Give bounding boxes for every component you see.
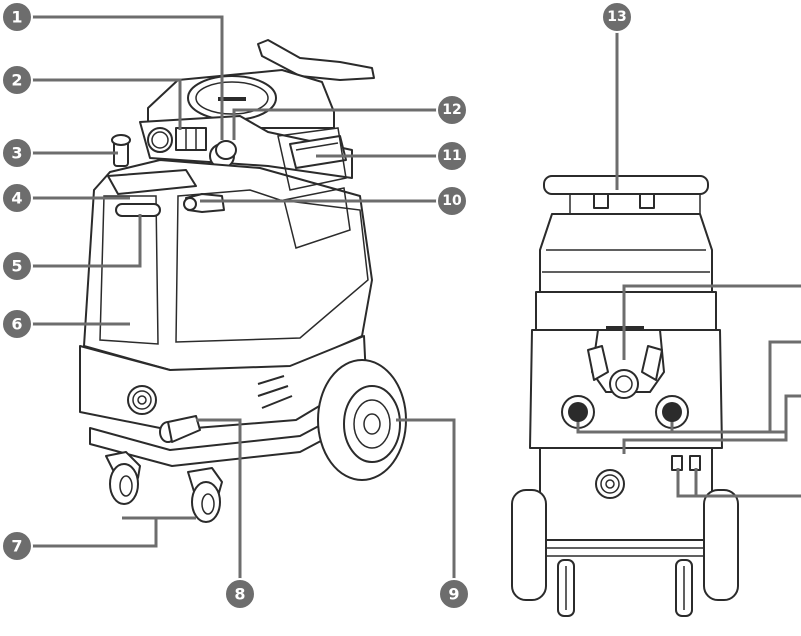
callout-6-label: 6 — [11, 315, 22, 334]
callout-5-label: 5 — [11, 257, 22, 276]
callout-1-label: 1 — [11, 8, 22, 27]
callout-11-label: 11 — [442, 148, 461, 164]
callout-2-label: 2 — [11, 71, 22, 90]
callout-12-label: 12 — [442, 102, 461, 118]
callout-9-label: 9 — [448, 585, 459, 604]
leader-lines — [30, 15, 801, 582]
callout-6: 6 — [1, 308, 33, 340]
callout-2: 2 — [1, 64, 33, 96]
callout-1: 1 — [1, 1, 33, 33]
callout-10: 10 — [436, 185, 468, 217]
callout-3-label: 3 — [11, 144, 22, 163]
callout-8-label: 8 — [234, 585, 245, 604]
callout-12: 12 — [436, 94, 468, 126]
callout-11: 11 — [436, 140, 468, 172]
callout-7-label: 7 — [11, 537, 22, 556]
front-view-machine — [79, 39, 407, 523]
callout-9: 9 — [438, 578, 470, 610]
callout-10-label: 10 — [442, 193, 462, 209]
callout-4-label: 4 — [11, 189, 22, 208]
callout-4: 4 — [1, 182, 33, 214]
callout-13: 13 — [601, 1, 633, 33]
callout-5: 5 — [1, 250, 33, 282]
rear-view-machine — [511, 175, 739, 617]
callout-8: 8 — [224, 578, 256, 610]
callout-3: 3 — [1, 137, 33, 169]
callouts: 1 2 3 4 5 6 7 8 — [1, 1, 633, 610]
callout-13-label: 13 — [607, 9, 626, 25]
callout-7: 7 — [1, 530, 33, 562]
